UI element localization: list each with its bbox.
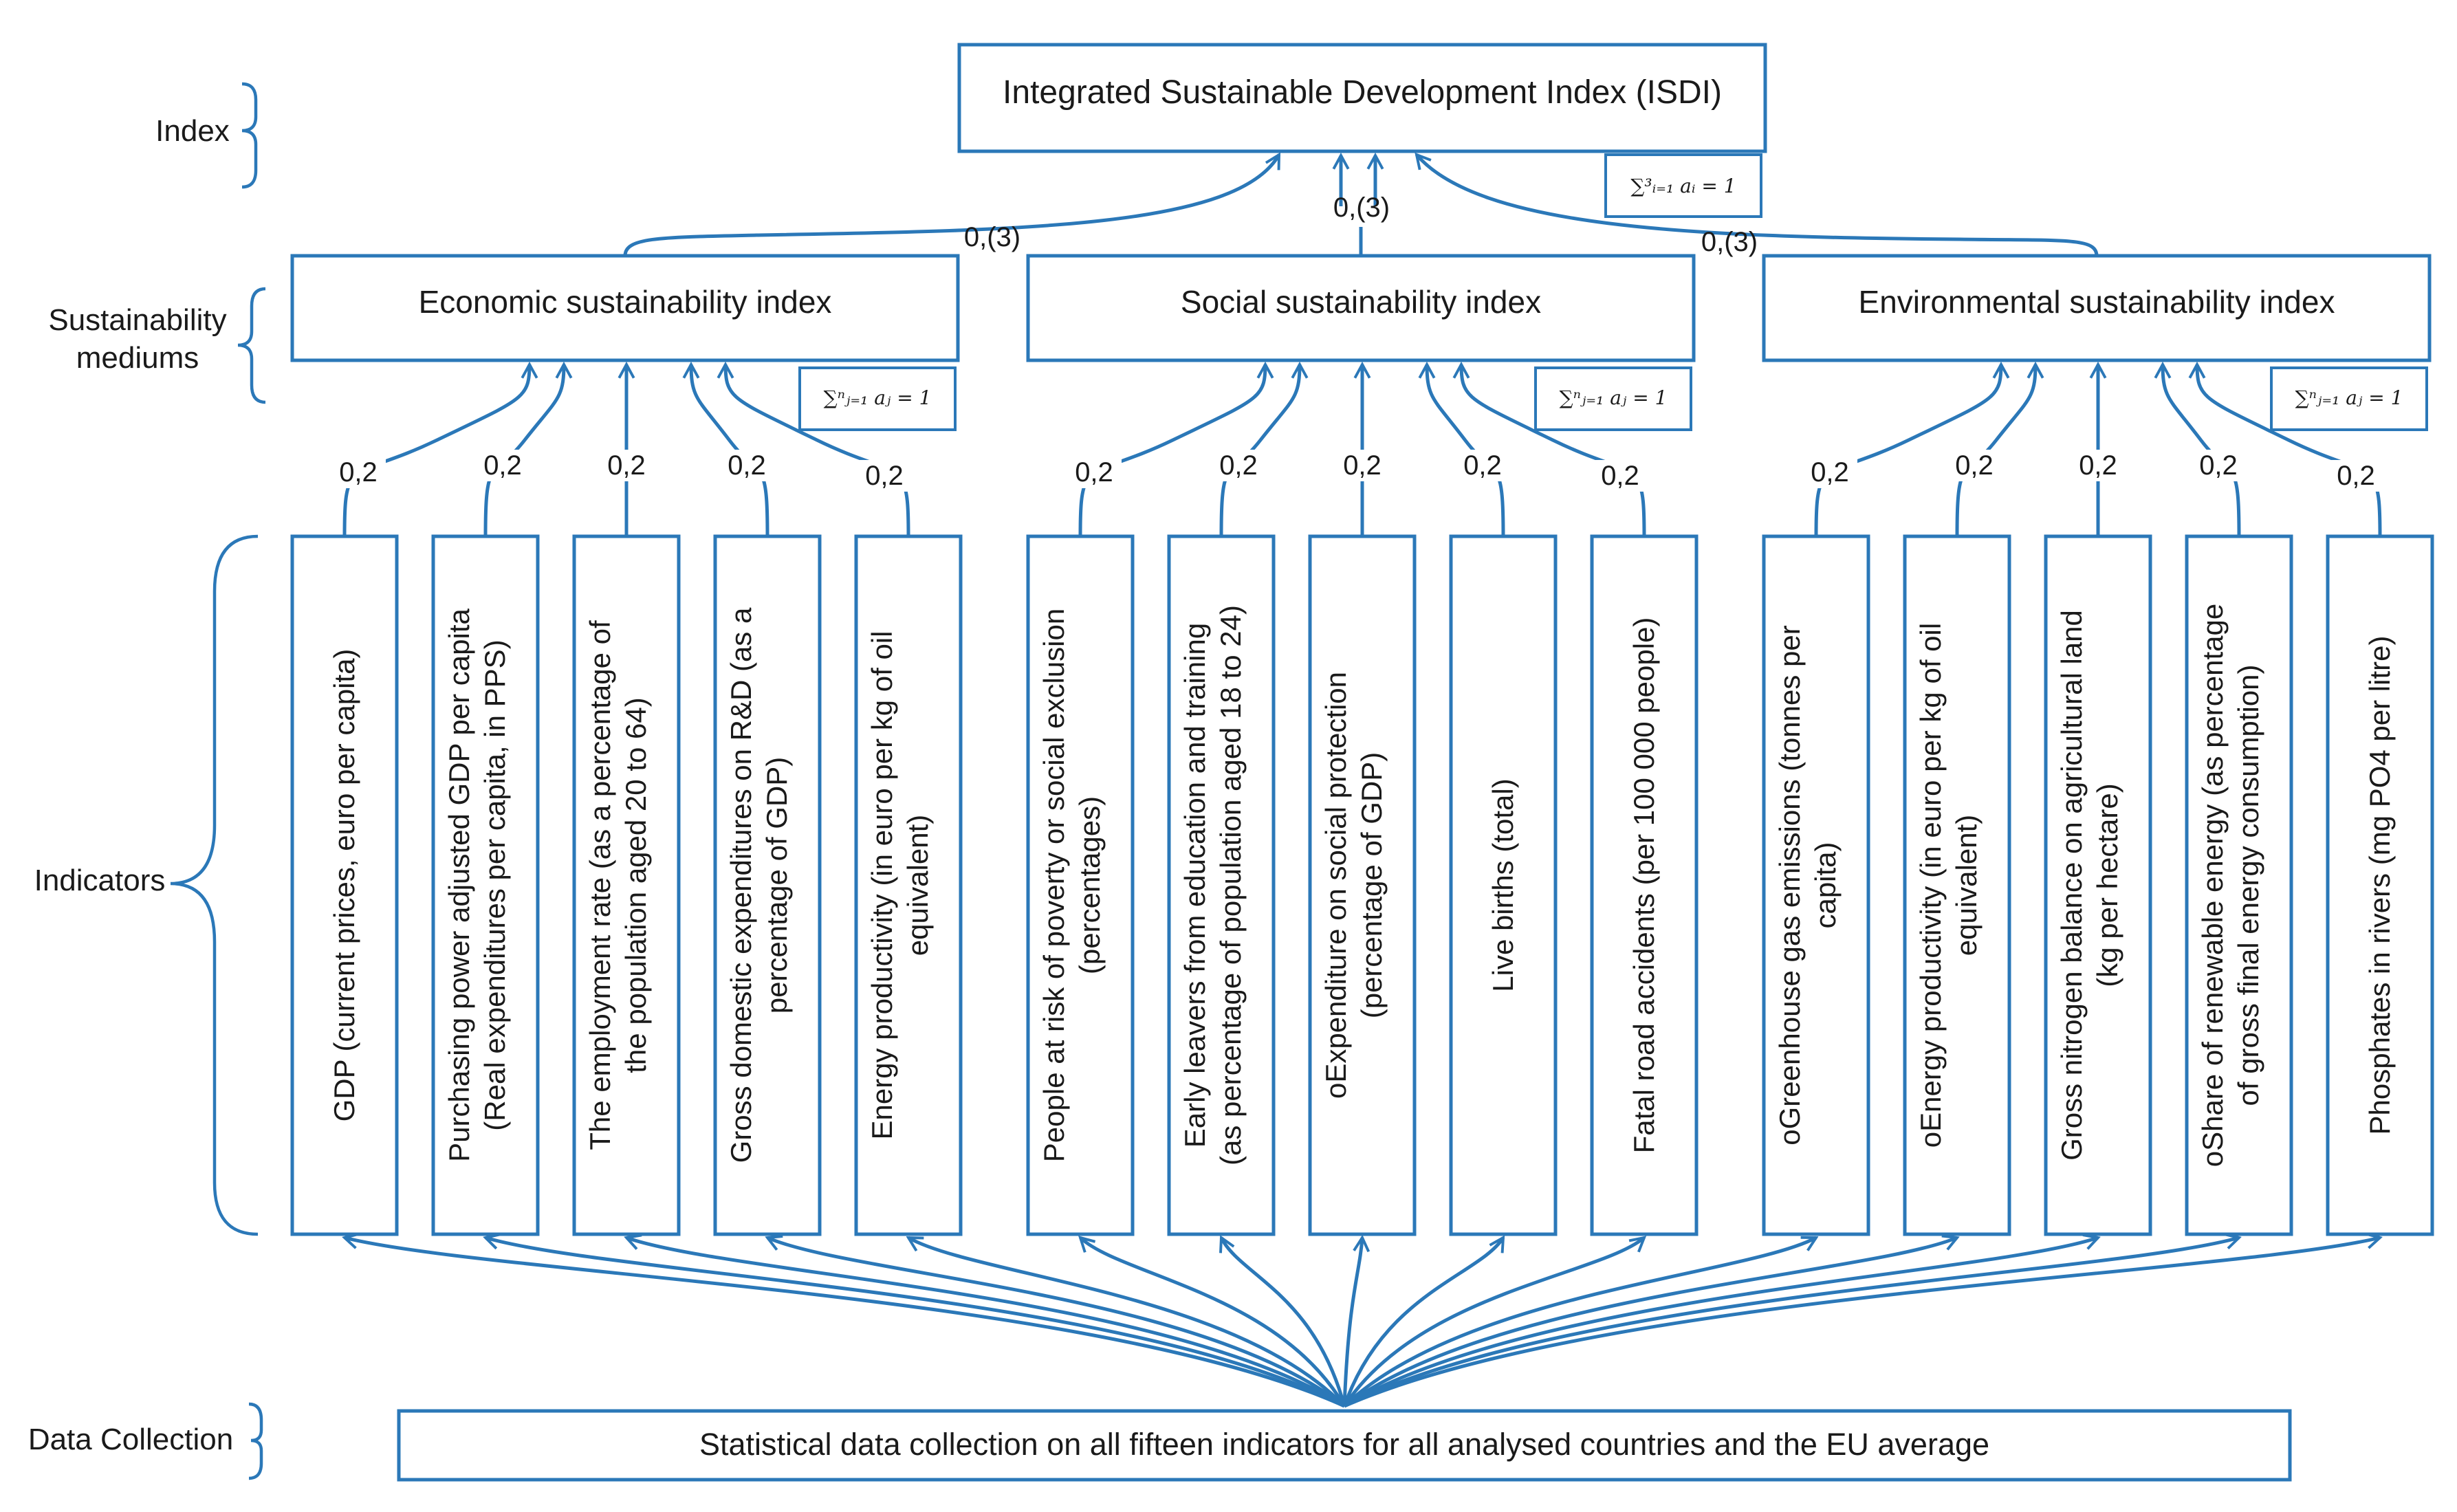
brace-sustainability — [237, 287, 266, 404]
data-collection-text: Statistical data collection on all fifte… — [699, 1427, 1989, 1462]
economic-index-box: Economic sustainability index ∑ⁿⱼ₌₁ aⱼ =… — [290, 254, 960, 431]
indicator-box-5: Energy productivity (in euro per kg of o… — [854, 534, 963, 1236]
label-indicators: Indicators — [34, 864, 166, 897]
indicator-weight-9: 0,2 — [1463, 450, 1502, 481]
indicator-11-line2: capita) — [1809, 842, 1842, 928]
environmental-sum-formula: ∑ⁿⱼ₌₁ aⱼ = 1 — [2295, 386, 2403, 409]
indicator-4-line1: Gross domestic expenditures on R&D (as a — [725, 607, 757, 1163]
label-data-collection: Data Collection — [28, 1423, 233, 1456]
indicator-weight-8: 0,2 — [1343, 450, 1382, 481]
connector-arrows — [331, 155, 2383, 1408]
indicator-weight-15: 0,2 — [2337, 461, 2375, 491]
indicator-box-4: Gross domestic expenditures on R&D (as a… — [713, 534, 822, 1236]
indicator-3-line2: the population aged 20 to 64) — [620, 697, 652, 1073]
indicator-1-line1: GDP (current prices, euro per capita) — [328, 649, 360, 1122]
indicator-weight-2: 0,2 — [483, 450, 522, 481]
indicator-8-line1: oExpenditure on social protection — [1320, 672, 1352, 1099]
indicator-box-14: oShare of renewable energy (as percentag… — [2185, 534, 2293, 1236]
indicator-boxes: GDP (current prices, euro per capita) Pur… — [290, 534, 2434, 1236]
indicator-5-line1: Energy productivity (in euro per kg of o… — [866, 631, 898, 1139]
indicator-box-7: Early leavers from education and trainin… — [1167, 534, 1276, 1236]
indicator-weight-4: 0,2 — [728, 450, 766, 481]
social-index-box: Social sustainability index ∑ⁿⱼ₌₁ aⱼ = 1 — [1026, 254, 1696, 431]
brace-data-collection — [248, 1402, 263, 1480]
indicator-8-line2: (percentage of GDP) — [1355, 752, 1388, 1019]
economic-weight-label: 0,(3) — [964, 222, 1020, 252]
indicator-13-line1: Gross nitrogen balance on agricultural l… — [2055, 610, 2088, 1161]
indicator-6-line2: (percentages) — [1073, 796, 1106, 974]
environmental-index-title: Environmental sustainability index — [1859, 284, 2335, 320]
isdi-sum-formula: ∑³ᵢ₌₁ aᵢ = 1 — [1630, 175, 1736, 197]
indicator-5-line2: equivalent) — [902, 815, 934, 956]
indicator-weight-11: 0,2 — [1811, 457, 1849, 487]
indicator-box-8: oExpenditure on social protection(percen… — [1308, 534, 1417, 1236]
environmental-index-box: Environmental sustainability index ∑ⁿⱼ₌₁… — [1762, 254, 2432, 431]
label-sustainability-line2: mediums — [76, 341, 199, 375]
indicator-2-line1: Purchasing power adjusted GDP per capita — [443, 609, 475, 1162]
label-index: Index — [155, 114, 230, 148]
social-sum-formula: ∑ⁿⱼ₌₁ aⱼ = 1 — [1560, 386, 1668, 409]
indicator-weight-13: 0,2 — [2079, 450, 2117, 481]
indicator-6-line1: People at risk of poverty or social excl… — [1038, 609, 1070, 1162]
indicator-box-6: People at risk of poverty or social excl… — [1026, 534, 1135, 1236]
indicator-weight-10: 0,2 — [1601, 461, 1639, 491]
isdi-weight-label: 0,(3) — [1333, 193, 1390, 223]
indicator-9-line1: Live births (total) — [1487, 778, 1519, 991]
indicator-weight-14: 0,2 — [2199, 450, 2238, 481]
indicator-box-13: Gross nitrogen balance on agricultural l… — [2044, 534, 2152, 1236]
indicator-14-line2: of gross final energy consumption) — [2232, 665, 2264, 1106]
label-sustainability-line1: Sustainability — [48, 303, 226, 337]
indicator-7-line1: Early leavers from education and trainin… — [1179, 623, 1211, 1148]
indicator-7-line2: (as percentage of population aged 18 to … — [1214, 605, 1247, 1165]
indicator-weight-7: 0,2 — [1219, 450, 1258, 481]
indicator-box-9: Live births (total) — [1449, 534, 1558, 1236]
indicator-15-line1: Phosphates in rivers (mg PO4 per litre) — [2363, 636, 2396, 1135]
isdi-title: Integrated Sustainable Development Index… — [1003, 74, 1722, 111]
indicator-12-line1: oEnergy productivity (in euro per kg of … — [1914, 623, 1947, 1148]
economic-sum-formula: ∑ⁿⱼ₌₁ aⱼ = 1 — [824, 386, 932, 409]
indicator-weight-5: 0,2 — [865, 461, 904, 491]
isdi-index-box: Integrated Sustainable Development Index… — [957, 43, 1767, 218]
indicator-weight-12: 0,2 — [1955, 450, 1994, 481]
data-collection-box: Statistical data collection on all fifte… — [397, 1409, 2292, 1482]
brace-indicators — [170, 534, 259, 1236]
indicator-3-line1: The employment rate (as a percentage of — [584, 620, 616, 1150]
indicator-2-line2: (Real expenditures per capita, in PPS) — [479, 639, 511, 1130]
indicator-weight-6: 0,2 — [1075, 457, 1113, 487]
indicator-weight-3: 0,2 — [607, 450, 646, 481]
indicator-box-2: Purchasing power adjusted GDP per capita… — [431, 534, 540, 1236]
indicator-13-line2: (kg per hectare) — [2091, 783, 2123, 987]
social-index-title: Social sustainability index — [1181, 284, 1541, 320]
brace-index — [241, 82, 258, 189]
indicator-4-line2: percentage of GDP) — [761, 757, 793, 1014]
indicator-14-line1: oShare of renewable energy (as percentag… — [2196, 604, 2229, 1168]
indicator-11-line1: oGreenhouse gas emissions (tonnes per — [1773, 625, 1806, 1145]
indicator-box-12: oEnergy productivity (in euro per kg of … — [1903, 534, 2011, 1236]
economic-index-title: Economic sustainability index — [419, 284, 832, 320]
indicator-12-line2: equivalent) — [1950, 815, 1983, 956]
indicator-box-15: Phosphates in rivers (mg PO4 per litre) — [2326, 534, 2434, 1236]
indicator-10-line1: Fatal road accidents (per 100 000 people… — [1628, 617, 1660, 1154]
indicator-weight-1: 0,2 — [339, 457, 378, 487]
environmental-weight-label: 0,(3) — [1701, 227, 1758, 257]
indicator-box-10: Fatal road accidents (per 100 000 people… — [1590, 534, 1699, 1236]
indicator-box-1: GDP (current prices, euro per capita) — [290, 534, 399, 1236]
